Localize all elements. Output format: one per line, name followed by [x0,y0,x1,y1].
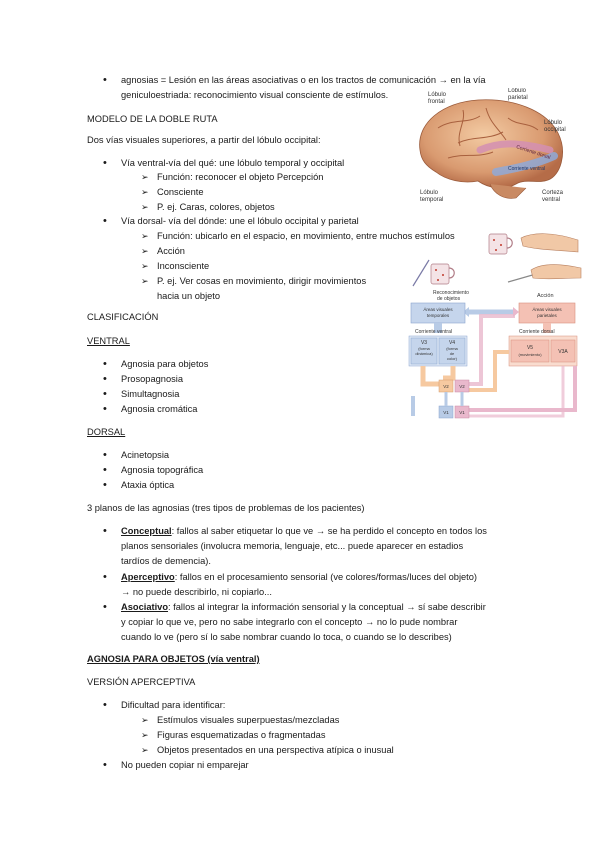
ventral-class-item: Agnosia para objetos [103,358,208,370]
dorsal-example-line-2: hacia un objeto [157,291,221,301]
dorsal-item: Función: ubicarlo en el espacio, en movi… [141,230,455,242]
dorsal-class-item: Ataxia óptica [103,479,174,491]
conceptual-line-1: Conceptual: fallos al saber etiquetar lo… [103,525,487,537]
corriente-dorsal-path [476,140,554,154]
label-lobulo-parietal-1: Lóbulo [508,88,527,94]
asociativo-term: Asociativo [121,602,169,612]
conceptual-line-3: tardíos de demencia). [121,556,211,566]
box-v4-label: V4 [449,340,455,346]
mug-illustration-left [412,259,455,287]
label-lobulo-temporal-2: temporal [420,197,443,203]
dificultad-item: Objetos presentados en una perspectiva a… [141,744,394,756]
box-v1-b-label: V1 [459,410,465,415]
label-lobulo-occipital-2: occipital [544,127,566,133]
box-v5-label: V5 [527,345,533,351]
box-v2-a-label: V2 [443,384,449,389]
box-areas-temporales-label-2: temporales [427,313,450,318]
conceptual-line-2: planos sensoriales (involucra memoria, l… [121,541,464,551]
asociativo-line-3: cuando lo ve (pero sí lo sabe nombrar cu… [121,632,452,642]
header-reconocimiento-1: Reconocimiento [433,290,469,296]
box-areas-parietales-label-1: Áreas visuales [532,306,562,312]
box-v4-sub-2: de [450,351,455,356]
dorsal-class-item: Agnosia topográfica [103,464,203,476]
dificultad-title: Dificultad para identificar: [103,699,225,711]
label-lobulo-frontal-2: frontal [428,99,445,105]
ventral-title: Vía ventral-vía del qué: une lóbulo temp… [103,157,344,169]
aperceptivo-term: Aperceptivo [121,572,175,582]
ventral-class-item: Prosopagnosia [103,373,183,385]
aperceptivo-text: : fallos en el procesamiento sensorial (… [174,572,478,582]
dorsal-item: Acción [141,245,185,257]
dificultad-item: Estímulos visuales superpuestas/mezclada… [141,714,339,726]
header-accion: Acción [537,293,554,299]
dorsal-title: Vía dorsal- vía del dónde: une el lóbulo… [103,215,359,227]
dorsal-class-item: Acinetopsia [103,449,169,461]
pathway-diagram: Reconocimiento de objetos Acción Áreas v… [408,233,582,419]
ventral-class-item: Simultagnosia [103,388,180,400]
doble-ruta-subtitle: Dos vías visuales superiores, a partir d… [87,135,321,145]
ventral-label: VENTRAL [87,336,130,346]
label-corriente-dorsal-diagram: Corriente dorsal [519,329,555,335]
agnosias-line-2: geniculoestriada: reconocimiento visual … [121,90,389,100]
box-v5-sub: (movimiento) [518,352,542,357]
corriente-ventral-path [492,152,558,176]
dificultad-item: Figuras esquematizadas o fragmentadas [141,729,326,741]
box-v3-sub-1: (forma [418,346,430,351]
brainstem [489,183,527,199]
clasificacion-heading: CLASIFICACIÓN [87,312,159,322]
label-lobulo-frontal-1: Lóbulo [428,92,447,98]
doble-ruta-heading: MODELO DE LA DOBLE RUTA [87,114,218,124]
ventral-item: P. ej. Caras, colores, objetos [141,201,275,213]
dorsal-label: DORSAL [87,427,126,437]
brain-figure: Lóbulo frontal Lóbulo parietal Lóbulo oc… [419,88,566,203]
label-lobulo-temporal-1: Lóbulo [420,190,439,196]
dorsal-item: Inconsciente [141,260,209,272]
asociativo-text: : fallos al integrar la información sens… [168,602,486,612]
box-v5 [510,339,550,363]
label-lobulo-parietal-2: parietal [508,95,528,101]
box-areas-temporales-label-1: Áreas visuales [423,306,453,312]
label-corteza-ventral-2: ventral [542,197,560,203]
dorsal-example-line-1: P. ej. Ver cosas en movimiento, dirigir … [141,275,366,287]
box-v3-label: V3 [421,340,427,346]
ventral-class-item: Agnosia cromática [103,403,198,415]
box-v3-sub-2: dinámica) [415,351,433,356]
box-areas-parietales-label-2: parietales [537,313,557,318]
hand-grasp-illustration [520,233,579,253]
label-corriente-ventral: Corriente ventral [508,166,545,172]
box-v3a [550,339,576,363]
label-lobulo-occipital-1: Lóbulo [544,120,563,126]
label-corriente-ventral-diagram: Corriente ventral [415,329,452,335]
asociativo-line-1: Asociativo: fallos al integrar la inform… [103,601,486,613]
aperceptivo-line-1: Aperceptivo: fallos en el procesamiento … [103,571,478,583]
ventral-item: Función: reconocer el objeto Percepción [141,171,323,183]
box-v3a-label: V3A [558,349,568,355]
box-v1-a-label: V1 [443,410,449,415]
aperceptivo-line-2: → no puede describirlo, ni copiarlo... [121,587,272,597]
conceptual-term: Conceptual [121,526,172,536]
brain-folds [437,107,539,159]
header-reconocimiento-2: de objetos [437,296,461,302]
mug-illustration-top [488,233,513,255]
box-v4 [438,337,466,365]
label-corteza-ventral-1: Corteza [542,190,564,196]
no-copiar: No pueden copiar ni emparejar [103,759,249,771]
version-aperceptiva: VERSIÓN APERCEPTIVA [87,677,196,687]
box-v4-sub-3: color) [447,356,458,361]
box-v3 [410,337,438,365]
agnosias-line-1: agnosias = Lesión en las áreas asociativ… [103,74,486,86]
hand-pen-illustration [507,264,582,283]
box-v4-sub-1: (forma [446,346,458,351]
conceptual-text: : fallos al saber etiquetar lo que ve → … [171,526,487,536]
planos-heading: 3 planos de las agnosias (tres tipos de … [87,503,365,513]
box-v2-b-label: V2 [459,384,465,389]
agnosia-objetos-heading: AGNOSIA PARA OBJETOS (vía ventral) [87,654,260,664]
ventral-item: Consciente [141,186,203,198]
asociativo-line-2: y copiar lo que ve, pero no sabe integra… [121,617,458,627]
